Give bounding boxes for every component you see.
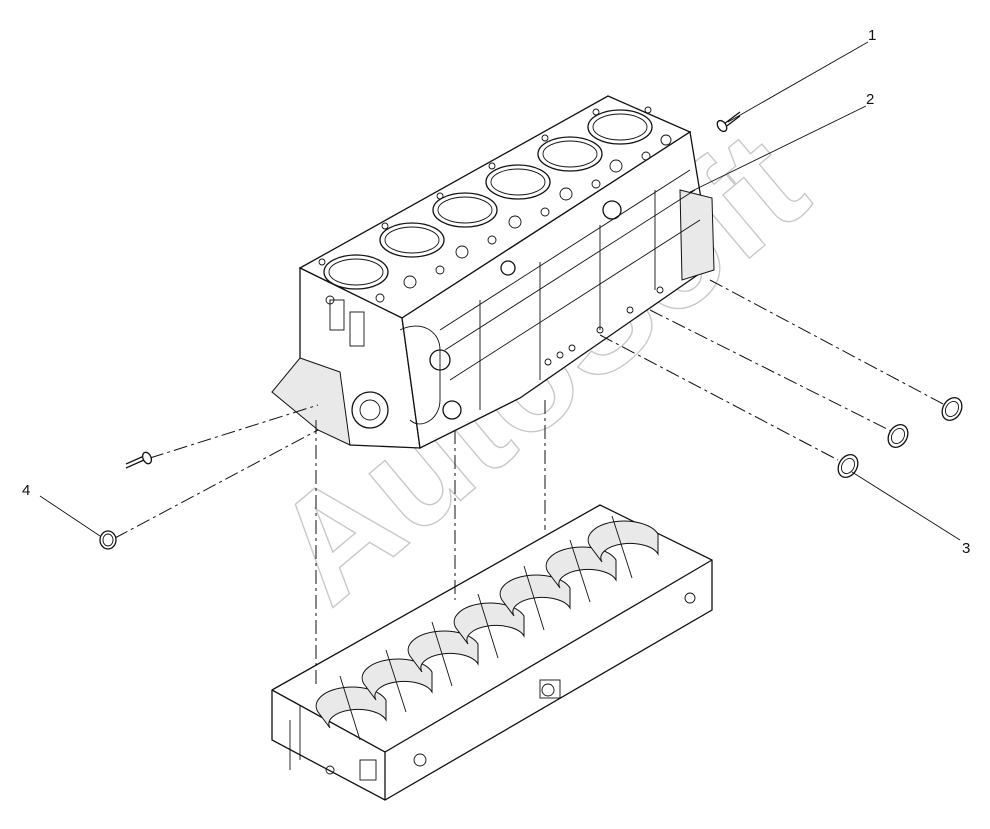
bore-1 bbox=[323, 254, 389, 290]
callout-4: 4 bbox=[22, 482, 30, 499]
plug-3b bbox=[887, 424, 909, 448]
bore-4 bbox=[485, 164, 551, 200]
deck-holes bbox=[318, 106, 672, 305]
callout-1: 1 bbox=[868, 27, 876, 44]
bore-5 bbox=[537, 136, 603, 172]
block-side-face bbox=[401, 130, 713, 449]
plug-4 bbox=[99, 530, 117, 550]
part-1-bolt bbox=[716, 111, 741, 133]
leader-1 bbox=[727, 41, 869, 123]
bedplate bbox=[271, 504, 713, 801]
saddle-5 bbox=[499, 574, 571, 617]
cylinder-bores bbox=[323, 109, 653, 290]
saddle-7 bbox=[587, 520, 659, 563]
callout-2: 2 bbox=[866, 91, 874, 108]
bedplate-body bbox=[271, 504, 713, 801]
bore-3 bbox=[432, 192, 498, 228]
plug-3c bbox=[837, 454, 859, 478]
saddle-4 bbox=[453, 602, 525, 645]
block-timing-flange bbox=[271, 357, 351, 446]
saddle-1 bbox=[315, 686, 387, 729]
cylinder-block bbox=[271, 95, 715, 449]
bearing-saddles bbox=[315, 520, 659, 729]
plug-3a bbox=[941, 397, 963, 421]
block-side-details bbox=[329, 169, 701, 429]
leader-2 bbox=[689, 105, 867, 193]
leader-lines bbox=[39, 41, 961, 541]
callouts: 1 2 3 4 bbox=[22, 27, 970, 557]
bedplate-ribs bbox=[289, 515, 696, 781]
leader-4 bbox=[39, 495, 101, 537]
leader-3 bbox=[851, 471, 961, 541]
saddle-2 bbox=[361, 658, 433, 701]
bore-6 bbox=[587, 109, 653, 145]
assembly-lines bbox=[114, 279, 946, 686]
part-3-plugs bbox=[837, 397, 963, 478]
callout-3: 3 bbox=[962, 540, 970, 557]
bore-2 bbox=[379, 222, 445, 258]
part-4-plug bbox=[99, 530, 117, 550]
block-rear-flange bbox=[679, 189, 715, 281]
part-bolt-left bbox=[125, 451, 153, 469]
saddle-3 bbox=[407, 630, 479, 673]
